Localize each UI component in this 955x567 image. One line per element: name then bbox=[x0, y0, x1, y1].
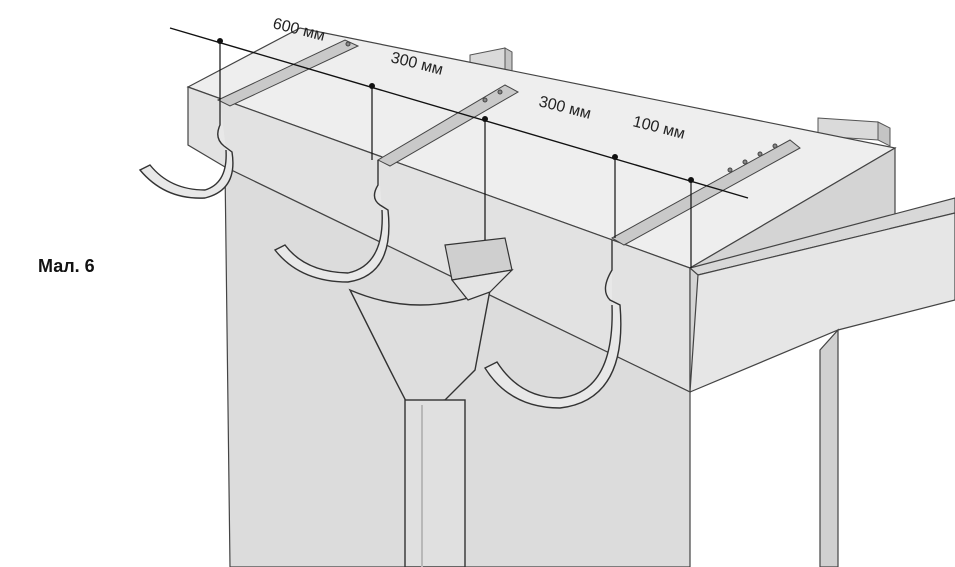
measurement-markers bbox=[219, 41, 692, 268]
gutter-hook-2 bbox=[273, 160, 390, 283]
downpipe bbox=[404, 399, 466, 567]
figure-caption: Мал. 6 bbox=[38, 256, 95, 276]
gutter-hook-1 bbox=[138, 100, 234, 199]
hanger-straps bbox=[216, 39, 801, 246]
downpipe-funnel bbox=[348, 237, 514, 406]
building-column-right bbox=[819, 328, 839, 567]
measurement-points bbox=[217, 38, 694, 183]
roof-side-panel bbox=[689, 212, 955, 393]
gutter-hook-3 bbox=[483, 240, 622, 409]
roof-slope-right bbox=[688, 197, 955, 276]
measurement-line bbox=[169, 27, 749, 199]
